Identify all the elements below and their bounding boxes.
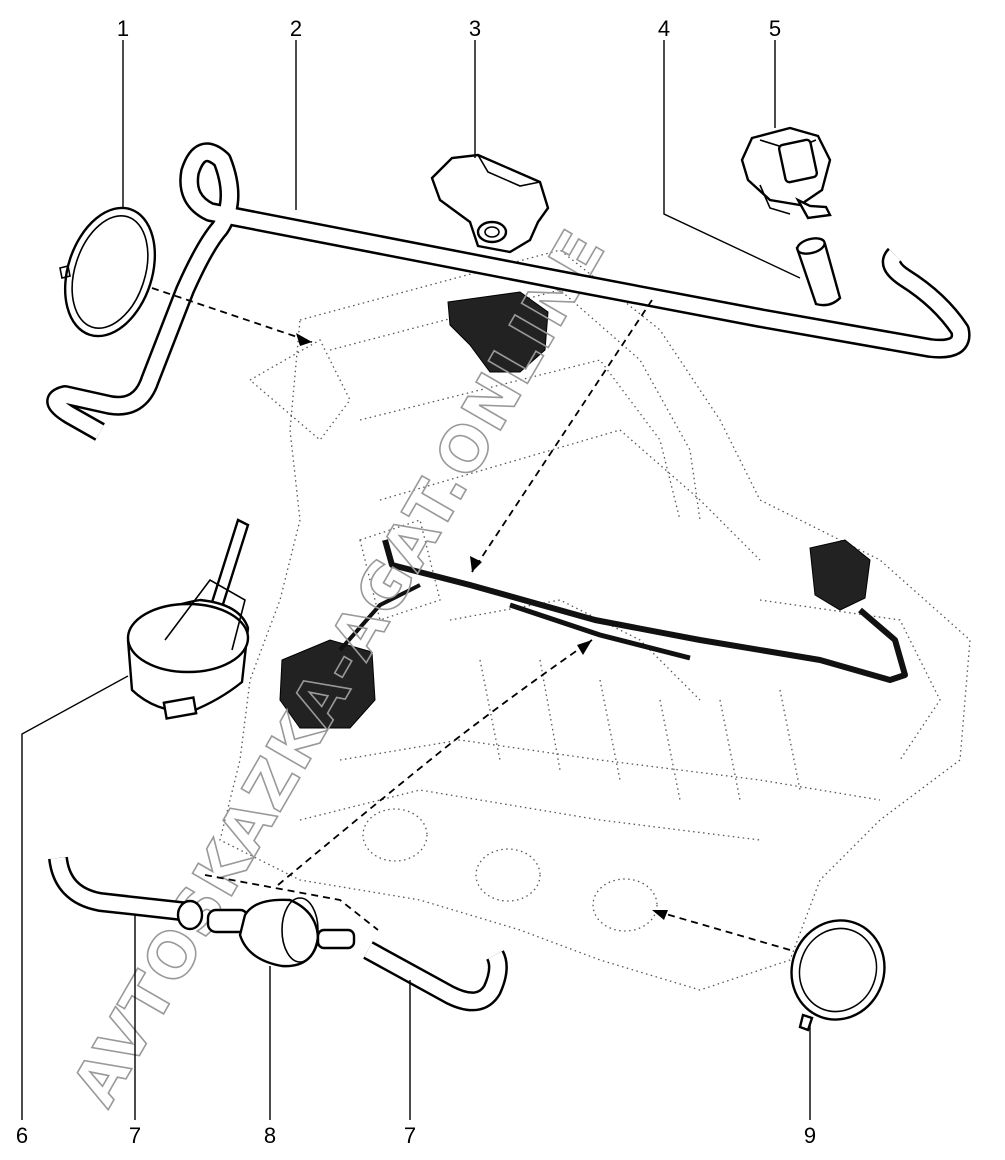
part-9-sealing-ring	[790, 919, 886, 1032]
part-6-vacuum-actuator	[126, 518, 250, 720]
part-7-hose-left	[48, 856, 204, 931]
callout-8: 8	[264, 1123, 276, 1148]
part-4-short-hose	[795, 237, 842, 307]
engine-block-ghost	[219, 249, 971, 991]
part-8-check-valve	[206, 897, 356, 968]
assembly-dashed-lines	[151, 287, 791, 951]
engine-vacuum-line	[338, 539, 908, 683]
leader-lines	[21, 40, 811, 1120]
callout-6: 6	[16, 1123, 28, 1148]
callout-1: 1	[117, 16, 129, 41]
callout-3: 3	[469, 16, 481, 41]
callout-7-right: 7	[404, 1123, 416, 1148]
callout-5: 5	[769, 16, 781, 41]
part-5-solenoid-valve	[740, 126, 832, 220]
ghost-dark-regions	[279, 291, 871, 729]
callout-9: 9	[804, 1123, 816, 1148]
part-1-sealing-ring	[59, 206, 157, 338]
part-2-vacuum-hose	[46, 142, 971, 441]
callout-labels: 1 2 3 4 5 6 7 8 7 9	[16, 16, 816, 1148]
callout-2: 2	[290, 16, 302, 41]
part-3-pressure-sensor	[430, 153, 550, 254]
arrowheads	[296, 333, 668, 920]
callout-7-left: 7	[129, 1123, 141, 1148]
part-7-hose-right	[363, 941, 508, 1012]
callout-4: 4	[658, 16, 670, 41]
